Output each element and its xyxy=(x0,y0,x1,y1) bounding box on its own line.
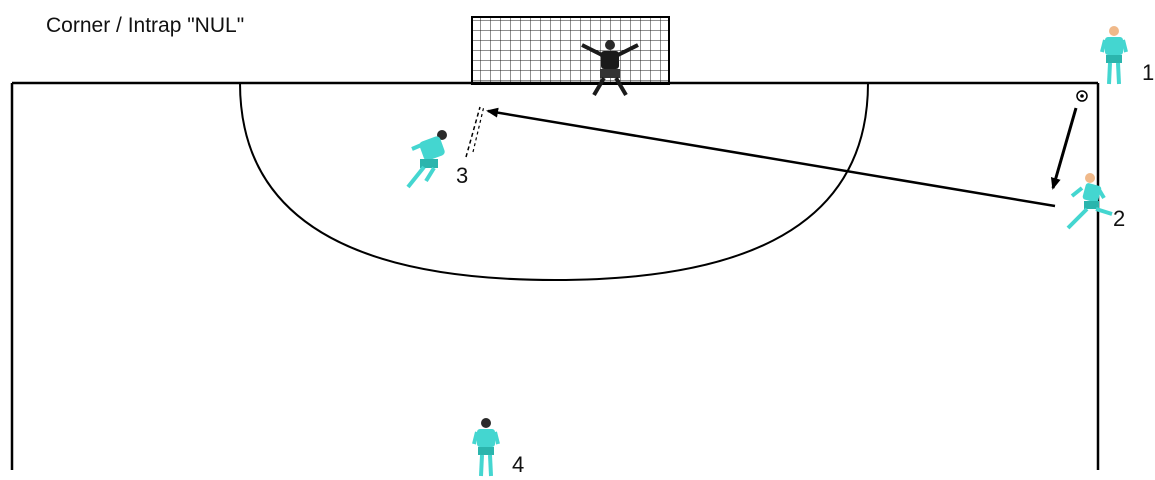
penalty-area-arc xyxy=(240,83,868,280)
player-1-number: 1 xyxy=(1142,60,1154,85)
player-2 xyxy=(1068,173,1112,228)
movement-arrows xyxy=(466,106,1076,206)
cross-arrow xyxy=(488,111,1055,206)
player-1 xyxy=(1102,26,1126,84)
player-2-number: 2 xyxy=(1113,206,1125,231)
player-3 xyxy=(408,130,447,187)
corner-pass-arrow xyxy=(1053,108,1076,188)
player-3-number: 3 xyxy=(456,163,468,188)
pitch-lines xyxy=(12,83,1098,470)
player-4 xyxy=(474,418,498,476)
player-4-number: 4 xyxy=(512,452,524,477)
goal xyxy=(472,17,669,84)
goal-net xyxy=(472,17,669,84)
ball xyxy=(1077,91,1087,101)
